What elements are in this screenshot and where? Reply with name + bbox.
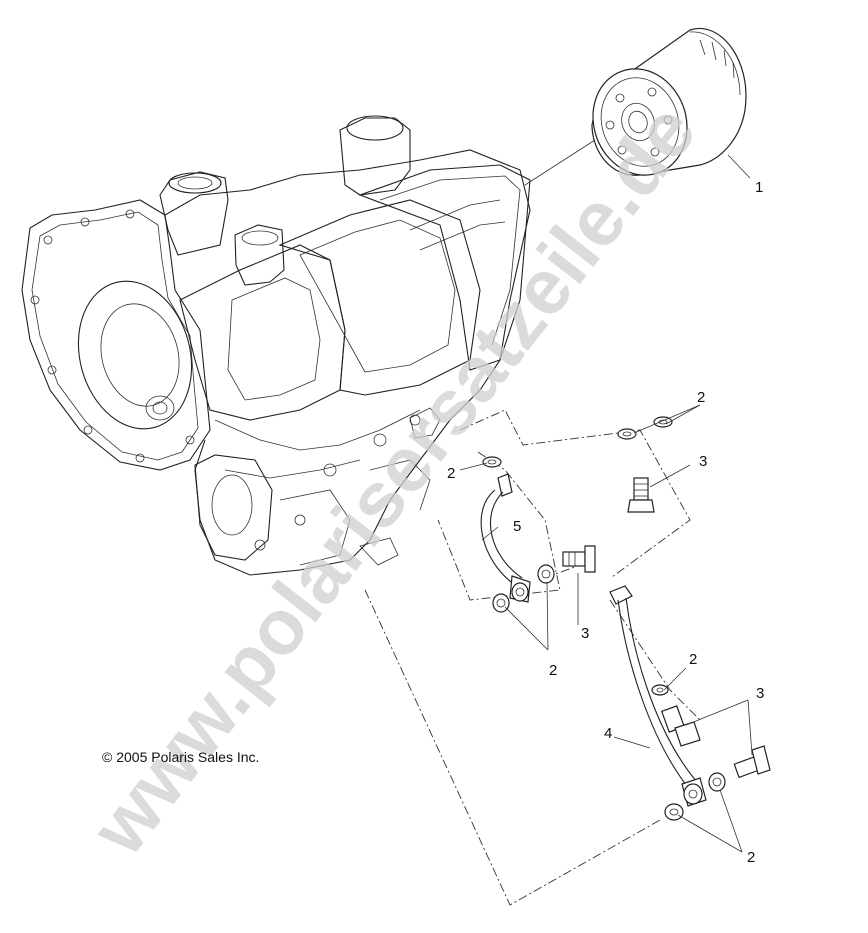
callout-1: 1 <box>755 179 763 196</box>
callout-2: 2 <box>747 849 755 866</box>
callout-3: 3 <box>699 453 707 470</box>
washer <box>651 684 669 696</box>
oil-line-5 <box>480 473 531 603</box>
washer <box>664 803 684 821</box>
oil-line-4 <box>609 585 707 807</box>
callout-2: 2 <box>549 662 557 679</box>
washer <box>708 772 726 792</box>
washer <box>653 416 673 428</box>
engine-crankcase <box>21 115 531 576</box>
banjo-bolt <box>562 545 596 573</box>
washer <box>482 456 502 468</box>
callout-2: 2 <box>447 465 455 482</box>
callout-3: 3 <box>581 625 589 642</box>
copyright-notice: © 2005 Polaris Sales Inc. <box>102 749 259 765</box>
banjo-bolt <box>627 477 655 513</box>
leader-lines <box>459 154 753 853</box>
callout-2: 2 <box>697 389 705 406</box>
callout-4: 4 <box>604 725 612 742</box>
washer <box>492 593 510 613</box>
washer <box>617 428 637 440</box>
callout-2: 2 <box>689 651 697 668</box>
callout-5: 5 <box>513 518 521 535</box>
banjo-bolts <box>562 477 771 779</box>
washer <box>537 564 555 584</box>
banjo-bolt <box>660 705 701 747</box>
callout-3: 3 <box>756 685 764 702</box>
banjo-bolt <box>733 745 771 779</box>
assembly-lines <box>364 409 701 906</box>
sealing-washers <box>482 416 726 821</box>
oil-filter <box>524 27 747 186</box>
callout-numbers: 1 2 3 2 5 3 2 2 3 4 2 <box>447 179 764 866</box>
